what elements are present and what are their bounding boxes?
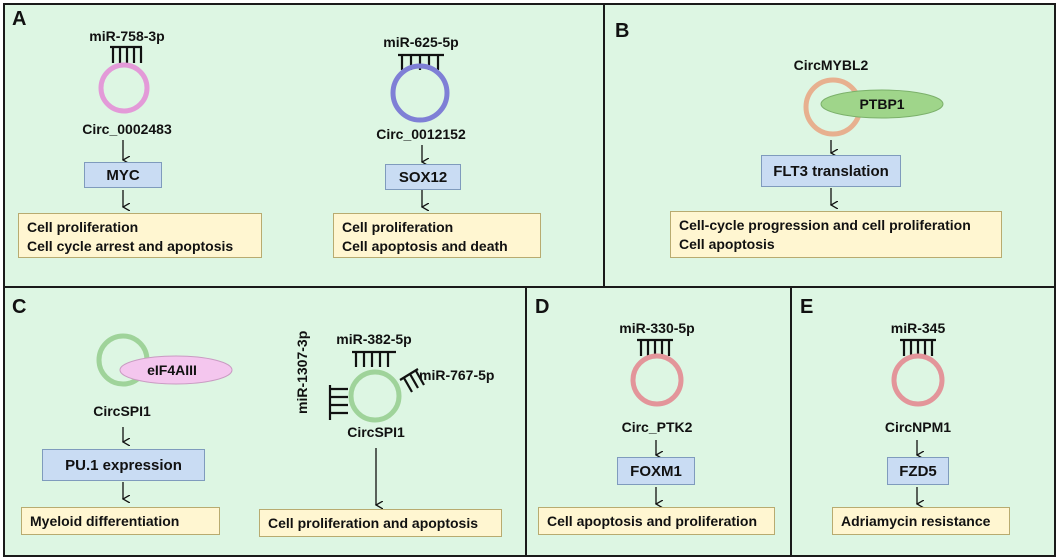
mirna-comb-icon (110, 45, 143, 63)
circrna-ring-icon (98, 62, 150, 114)
outcome-text: Cell-cycle progression and cell prolifer… (679, 217, 971, 233)
target-box: SOX12 (385, 164, 461, 190)
mirna-comb-icon (352, 350, 396, 367)
mirna-comb-icon (399, 368, 425, 393)
outcome-box: Cell proliferation and apoptosis (259, 509, 502, 537)
circrna-label: CircSPI1 (93, 403, 151, 419)
outcome-text: Cell proliferation (27, 219, 139, 235)
circrna-label: Circ_PTK2 (621, 419, 693, 435)
outcome-text: Cell proliferation (342, 219, 454, 235)
circrna-label: Circ_0012152 (376, 126, 466, 142)
mirna-comb-icon (900, 338, 936, 356)
outcome-text: Cell proliferation and apoptosis (268, 515, 479, 531)
target-box: FOXM1 (617, 457, 695, 485)
panel-letter: C (12, 296, 27, 318)
panel-letter: E (800, 296, 814, 318)
outcome-text: Cell apoptosis (679, 236, 775, 252)
circrna-ring-icon (630, 353, 684, 407)
circrna-ring-icon (390, 63, 450, 123)
protein-oval-icon (119, 355, 233, 385)
outcome-text: Myeloid differentiation (30, 513, 180, 529)
target-box: FLT3 translation (761, 155, 901, 187)
circrna-label: CircNPM1 (884, 419, 952, 435)
outcome-box: Cell-cycle progression and cell prolifer… (670, 211, 1002, 258)
panel-letter: B (615, 20, 630, 42)
outcome-text: Cell apoptosis and death (342, 238, 508, 254)
outcome-box: Cell proliferation Cell cycle arrest and… (18, 213, 262, 258)
circrna-ring-icon (891, 353, 945, 407)
protein-label: eIF4AIII (147, 362, 197, 378)
mirna-label: miR-1307-3p (294, 330, 310, 414)
outcome-text: Cell apoptosis and proliferation (547, 513, 758, 529)
target-box: PU.1 expression (42, 449, 205, 481)
panel-letter: A (12, 8, 27, 30)
circrna-label: CircMYBL2 (793, 57, 869, 73)
mirna-label: miR-382-5p (336, 331, 412, 347)
circrna-label: CircSPI1 (347, 424, 405, 440)
outcome-box: Cell apoptosis and proliferation (538, 507, 775, 535)
mirna-comb-icon (328, 385, 348, 420)
outcome-text: Cell cycle arrest and apoptosis (27, 238, 234, 254)
protein-oval-icon (820, 89, 944, 119)
mirna-label: miR-758-3p (89, 28, 165, 44)
outcome-box: Cell proliferation Cell apoptosis and de… (333, 213, 541, 258)
circrna-label: Circ_0002483 (82, 121, 172, 137)
mirna-label: miR-625-5p (383, 34, 459, 50)
mirna-label: miR-345 (890, 320, 946, 336)
protein-label: PTBP1 (859, 96, 905, 112)
circrna-ring-icon (348, 369, 402, 423)
outcome-text: Adriamycin resistance (841, 513, 991, 529)
mirna-label: miR-330-5p (619, 320, 695, 336)
target-box: FZD5 (887, 457, 949, 485)
panel-letter: D (535, 296, 550, 318)
outcome-box: Adriamycin resistance (832, 507, 1010, 535)
target-box: MYC (84, 162, 162, 188)
mirna-comb-icon (637, 338, 673, 356)
mirna-label: miR-767-5p (419, 367, 495, 383)
outcome-box: Myeloid differentiation (21, 507, 220, 535)
